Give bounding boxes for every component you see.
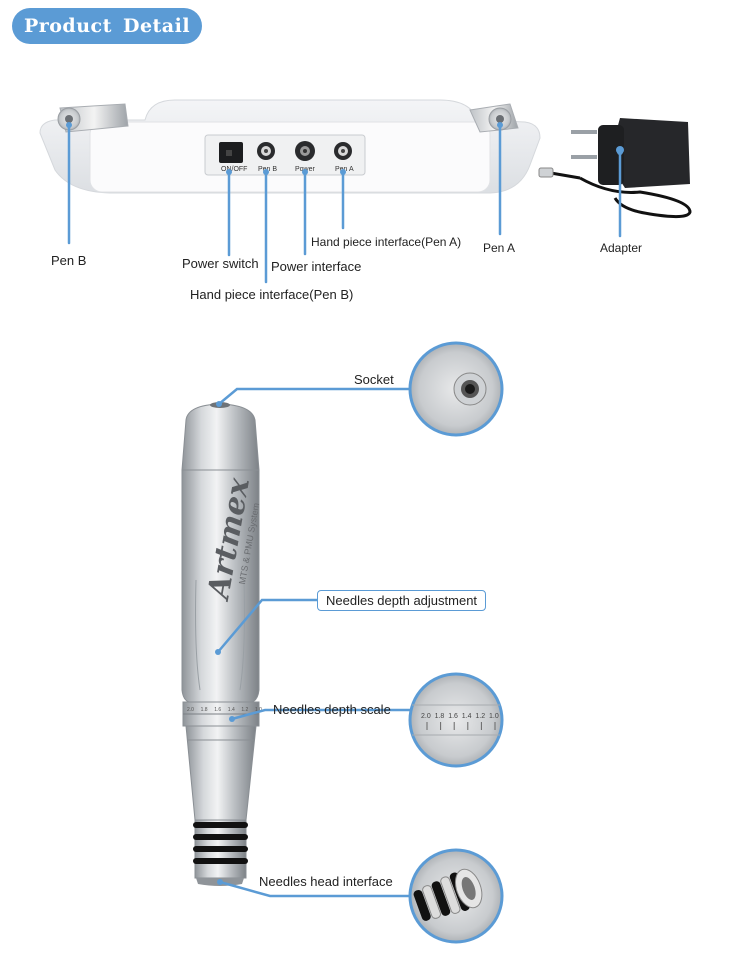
panel-label-on-off: ON/OFF — [221, 166, 247, 173]
pen-b-holder — [57, 103, 129, 133]
zoom-scale-tick-label: 1.4 — [462, 713, 472, 720]
pen-scale-ticks: 2.0 1.8 1.6 1.4 1.2 1.0 — [187, 707, 262, 713]
label-pen-a: Pen A — [483, 241, 516, 255]
pen-a-socket — [334, 142, 352, 160]
zoom-scale-tick-label: 1.6 — [448, 713, 458, 720]
label-hand-piece-pen-a: Hand piece interface(Pen A) — [311, 235, 462, 249]
zoom-scale-tick-label: 1.8 — [435, 713, 445, 720]
pen-scale-tick-label: 1.4 — [228, 707, 235, 713]
control-unit — [39, 99, 541, 194]
needle-head-zoom — [408, 848, 504, 944]
pen-b-socket — [257, 142, 275, 160]
power-switch — [219, 142, 243, 163]
label-adapter: Adapter — [600, 241, 643, 255]
socket-zoom — [408, 341, 504, 437]
label-power-interface: Power interface — [271, 259, 362, 274]
pen-scale-tick-label: 1.0 — [255, 707, 262, 713]
adapter-image — [538, 118, 692, 219]
zoom-scale-tick-label: 2.0 — [421, 713, 431, 720]
pen-a-holder — [469, 103, 519, 133]
pen-leader-lines — [216, 387, 412, 898]
label-needles-head-interface: Needles head interface — [259, 874, 393, 889]
pen-leader-dots — [215, 401, 235, 885]
zoom-scale-tick-label: 1.2 — [475, 713, 485, 720]
pen-scale-tick-label: 1.6 — [214, 707, 221, 713]
label-needles-depth-adjustment: Needles depth adjustment — [317, 590, 487, 611]
panel-label-pen-b: Pen B — [258, 166, 277, 173]
pen-scale-tick-label: 1.2 — [241, 707, 248, 713]
pen-scale-tick-label: 2.0 — [187, 707, 194, 713]
zoom-scale-tick-label: 1.0 — [489, 713, 499, 720]
product-detail-header: Product Detail — [12, 8, 202, 44]
label-hand-piece-pen-b: Hand piece interface(Pen B) — [190, 287, 354, 302]
label-needles-depth-scale: Needles depth scale — [273, 702, 391, 717]
device-leader-dots — [66, 122, 623, 175]
page-title: Product Detail — [23, 15, 191, 37]
pen-scale-tick-label: 1.8 — [201, 707, 208, 713]
device-leader-lines — [67, 123, 622, 284]
label-socket: Socket — [354, 372, 394, 387]
label-pen-b: Pen B — [51, 253, 87, 268]
label-power-switch: Power switch — [182, 256, 259, 271]
handpiece-pen — [181, 402, 260, 886]
power-socket — [295, 141, 315, 161]
